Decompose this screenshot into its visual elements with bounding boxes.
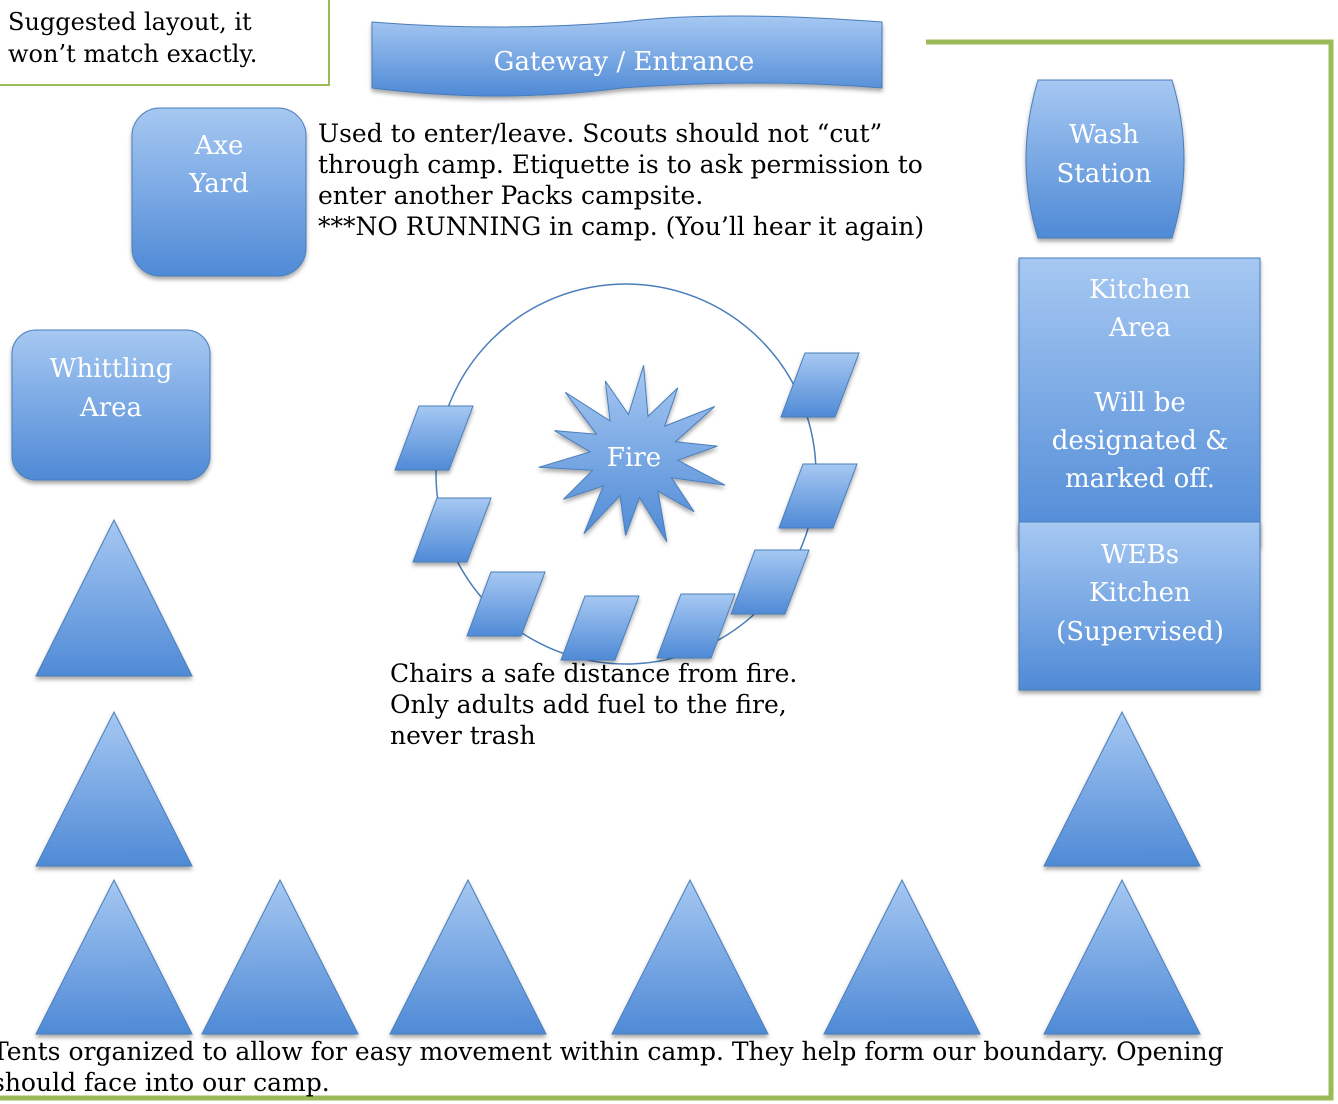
tent-2 <box>35 710 193 867</box>
webs-label-2: Kitchen <box>1089 578 1191 608</box>
fire-note-line-2: Only adults add fuel to the fire, <box>390 690 787 719</box>
kitchen-label-4: Will be <box>1094 388 1186 418</box>
webs-label-3: (Supervised) <box>1056 617 1224 647</box>
tents-note-line-2: should face into our camp. <box>0 1068 330 1097</box>
entrance-note: Used to enter/leave. Scouts should not “… <box>318 118 924 242</box>
tent-3 <box>1043 710 1201 867</box>
gateway-banner: Gateway / Entrance <box>371 15 883 97</box>
webs-kitchen: WEBs Kitchen (Supervised) <box>1018 521 1261 691</box>
tent-5 <box>201 878 359 1035</box>
webs-label-1: WEBs <box>1101 540 1179 570</box>
kitchen-label-5: designated & <box>1052 426 1228 456</box>
chair-7 <box>778 463 858 529</box>
tent-8 <box>823 878 981 1035</box>
entrance-note-line-1: Used to enter/leave. Scouts should not “… <box>318 119 883 148</box>
chair-2 <box>412 497 492 563</box>
layout-disclaimer-note: Suggested layout, it won’t match exactly… <box>0 0 330 86</box>
fire-label: Fire <box>607 443 661 473</box>
entrance-note-line-3: enter another Packs campsite. <box>318 181 704 210</box>
whittling-area: Whittling Area <box>11 329 211 481</box>
chair-3 <box>466 571 546 637</box>
whittling-label-2: Area <box>79 393 142 423</box>
disclaimer-line-2: won’t match exactly. <box>8 40 258 68</box>
kitchen-label-2: Area <box>1108 313 1171 343</box>
entrance-note-line-4: ***NO RUNNING in camp. (You’ll hear it a… <box>318 212 925 241</box>
tents-note-line-1: Tents organized to allow for easy moveme… <box>0 1037 1224 1066</box>
wash-station-label-2: Station <box>1057 159 1152 189</box>
camp-boundary <box>0 39 1334 1101</box>
axe-yard: Axe Yard <box>131 107 307 277</box>
chair-5 <box>656 593 736 659</box>
chair-8 <box>780 352 860 418</box>
tent-9 <box>1043 878 1201 1035</box>
kitchen-area: Kitchen Area Will be designated & marked… <box>1018 257 1261 547</box>
tent-1 <box>35 518 193 677</box>
tent-4 <box>35 878 193 1035</box>
wash-station-label-1: Wash <box>1069 120 1139 150</box>
tent-7 <box>611 878 769 1035</box>
tents-group <box>35 518 1201 1035</box>
kitchen-label-6: marked off. <box>1065 464 1215 494</box>
chairs-group <box>394 352 860 661</box>
fire-safety-note: Chairs a safe distance from fire. Only a… <box>390 658 797 751</box>
gateway-label: Gateway / Entrance <box>494 47 755 77</box>
axe-yard-label-1: Axe <box>194 131 244 161</box>
fire-note-line-3: never trash <box>390 721 536 750</box>
fire-star: Fire <box>538 365 726 542</box>
axe-yard-label-2: Yard <box>188 169 249 199</box>
kitchen-label-1: Kitchen <box>1089 275 1191 305</box>
whittling-label-1: Whittling <box>50 354 173 384</box>
tents-note: Tents organized to allow for easy moveme… <box>0 1036 1224 1098</box>
wash-station: Wash Station <box>1025 79 1185 239</box>
chair-1 <box>394 405 474 471</box>
fire-note-line-1: Chairs a safe distance from fire. <box>390 659 798 688</box>
entrance-note-line-2: through camp. Etiquette is to ask permis… <box>318 150 923 179</box>
disclaimer-line-1: Suggested layout, it <box>8 8 252 36</box>
tent-6 <box>389 878 547 1035</box>
chair-4 <box>560 595 640 661</box>
chair-6 <box>730 549 810 615</box>
